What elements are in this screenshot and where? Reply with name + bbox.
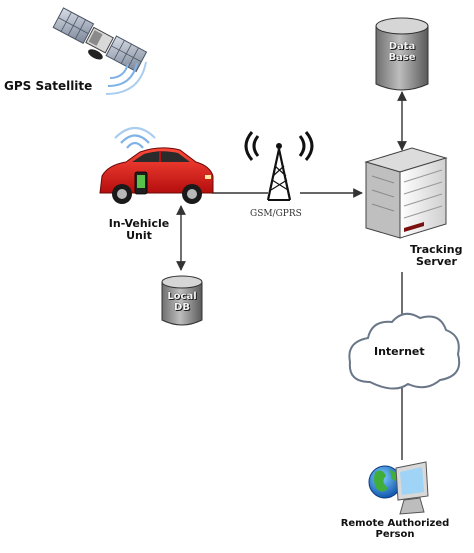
database-icon [375,17,429,91]
phone-icon [134,171,148,195]
in-vehicle-line-2: Unit [126,228,152,242]
local-db-line-1: Local [167,291,197,302]
remote-person-label: Remote Authorized Person [320,518,470,540]
local-db-line-2: DB [174,301,190,313]
car-icon [99,147,214,204]
database-label: Data Base [378,41,426,63]
database-line-1: Data [388,41,416,52]
database-line-2: Base [388,51,416,63]
cloud-icon [348,312,461,390]
gsm-gprs-label: GSM/GPRS [250,209,302,219]
internet-label: Internet [374,345,425,358]
local-db-label: Local DB [164,291,200,313]
tracking-server-label: Tracking Server [410,244,462,267]
monitor-icon [395,461,429,515]
remote-line-2: Person [375,528,415,540]
local-db-icon [161,275,203,326]
connectors [176,91,407,460]
globe-icon [368,465,402,499]
wireless-waves-icon [114,126,156,149]
server-icon [364,147,448,239]
tracking-line-1: Tracking [410,243,463,256]
in-vehicle-line-1: In-Vehicle [108,217,170,230]
tracking-line-2: Server [416,254,457,268]
remote-line-1: Remote Authorized [340,518,450,529]
satellite-icon [52,7,148,95]
gps-satellite-label: GPS Satellite [4,79,93,93]
in-vehicle-unit-label: In-Vehicle Unit [94,218,184,241]
antenna-tower-icon [244,131,314,201]
